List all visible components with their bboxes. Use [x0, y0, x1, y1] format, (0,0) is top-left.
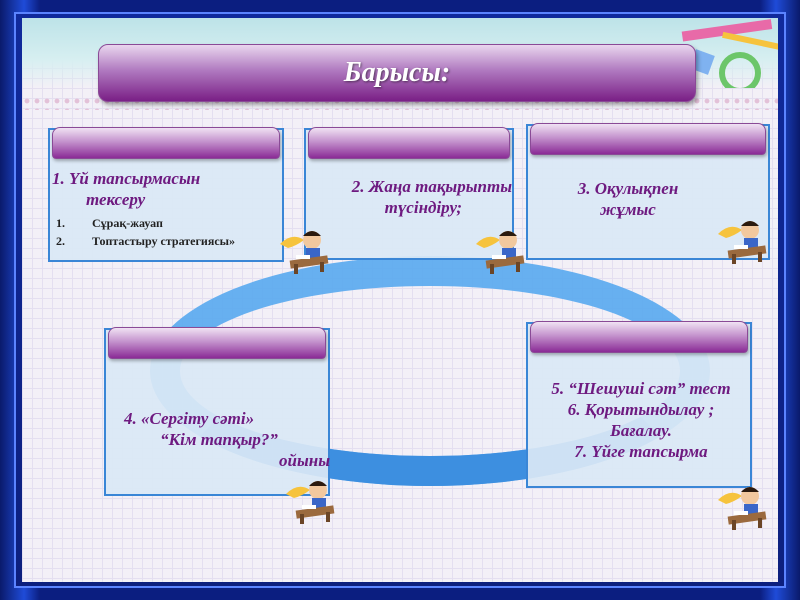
- slide-panel: Барысы: 1. Үй тапсырмасын тексеру 1. Сұра…: [22, 18, 778, 582]
- student-at-desk-icon: [718, 487, 767, 530]
- student-at-desk-icon: [286, 481, 335, 524]
- card-test-line2: 6. Қорытындылау ;: [567, 400, 715, 419]
- card-header: [530, 123, 766, 155]
- card-new-topic: 2. Жаңа тақырыпты түсіндіру;: [304, 127, 516, 260]
- card-textbook-line1: 3. Оқулықпен: [577, 179, 679, 198]
- title-bar: Барысы:: [98, 44, 696, 102]
- student-at-desk-icon: [280, 231, 329, 274]
- card-test-line4: 7. Үйге тапсырма: [574, 442, 708, 461]
- student-at-desk-icon: [718, 221, 767, 264]
- list-item-text: Сұрақ-жауап: [92, 216, 163, 230]
- card-homework-line2: тексеру: [86, 190, 146, 209]
- card-header: [530, 321, 748, 353]
- card-refresh-line3: ойыны: [279, 451, 330, 470]
- card-test-line3: Бағалау.: [610, 421, 672, 440]
- card-refresh-line2: “Кім тапқыр?”: [160, 430, 278, 449]
- page-title: Барысы:: [343, 57, 451, 88]
- card-new-topic-line2: түсіндіру;: [384, 198, 462, 217]
- card-textbook-text: 3. Оқулықпен жұмыс: [528, 178, 728, 220]
- card-test-line1: 5. “Шешуші сәт” тест: [551, 379, 731, 398]
- list-item: 1. Сұрақ-жауап: [56, 214, 296, 232]
- list-item: 2. Топтастыру стратегиясы»: [56, 232, 296, 250]
- list-item-number: 1.: [56, 216, 65, 230]
- list-item-number: 2.: [56, 234, 65, 248]
- card-homework-check: 1. Үй тапсырмасын тексеру 1.Сұрақ-жауап …: [48, 127, 284, 262]
- card-homework-title: 1. Үй тапсырмасын тексеру: [50, 168, 260, 210]
- card-refresh-text: 4. «Сергіту сәті» “Кім тапқыр?” ойыны: [106, 408, 332, 471]
- list-item-text: Топтастыру стратегиясы»: [92, 234, 236, 248]
- homework-list: 1. Сұрақ-жауап 2. Топтастыру стратегиясы»: [56, 214, 296, 250]
- student-at-desk-icon: [476, 231, 525, 274]
- card-textbook-work: 3. Оқулықпен жұмыс: [526, 123, 770, 260]
- card-header: [108, 327, 326, 359]
- card-refresh-line1: 4. «Сергіту сәті»: [124, 409, 255, 428]
- card-header: [308, 127, 510, 159]
- card-test-text: 5. “Шешуші сәт” тест 6. Қорытындылау ; Б…: [528, 378, 754, 462]
- card-textbook-line2: жұмыс: [600, 200, 656, 219]
- card-homework-line1: 1. Үй тапсырмасын: [52, 169, 201, 188]
- card-refresh-moment: 4. «Сергіту сәті» “Кім тапқыр?” ойыны: [104, 327, 332, 496]
- card-header: [52, 127, 280, 159]
- card-new-topic-line1: 2. Жаңа тақырыпты: [351, 177, 512, 196]
- card-test-summary: 5. “Шешуші сәт” тест 6. Қорытындылау ; Б…: [526, 321, 754, 488]
- card-new-topic-text: 2. Жаңа тақырыпты түсіндіру;: [306, 176, 516, 218]
